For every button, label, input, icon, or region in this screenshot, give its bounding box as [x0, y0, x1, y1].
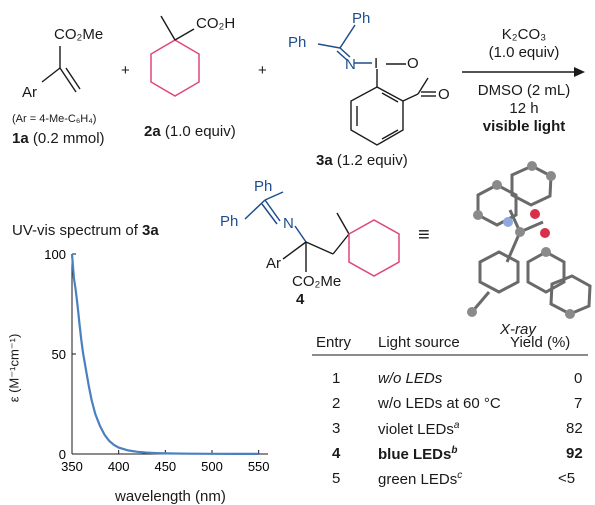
- product-ar: Ar: [266, 255, 281, 272]
- table-header-entry: Entry: [316, 334, 352, 351]
- row-2-entry: 2: [332, 395, 341, 412]
- condition-base: K₂CO₃: [501, 26, 547, 43]
- product-label: 4: [296, 291, 305, 308]
- condition-solvent: DMSO (2 mL): [477, 82, 571, 99]
- uv-vis-chart: 350 400 450 500 550 0 50 100: [44, 247, 269, 474]
- reagent-3a-iodine: I: [374, 55, 379, 72]
- product-imine: [244, 191, 307, 243]
- y-tick-label-0: 0: [59, 447, 66, 462]
- condition-base-equiv: (1.0 equiv): [488, 44, 560, 61]
- row-1-source: w/o LEDs: [378, 370, 443, 387]
- row-2-source: w/o LEDs at 60 °C: [378, 395, 501, 412]
- spectrum-title: UV-vis spectrum of: [12, 222, 143, 239]
- x-tick-label-550: 550: [248, 459, 270, 474]
- reagent-3a-imine: [317, 24, 372, 64]
- product-ph-top: Ph: [254, 178, 273, 195]
- plus-sign-2: +: [258, 62, 267, 79]
- row-4-yield: 92: [566, 445, 583, 462]
- reagent-1a-ester: CO₂Me: [54, 26, 104, 43]
- row-5-note: c: [457, 470, 463, 481]
- plus-sign-1: +: [121, 62, 130, 79]
- row-3-source: violet LEDs: [378, 421, 454, 438]
- reagent-2a-ring: [150, 39, 200, 97]
- spectrum-title-compound: 3a: [142, 222, 159, 239]
- xray-label: X-ray: [500, 321, 536, 338]
- equivalence-symbol: ≡: [418, 224, 430, 246]
- reagent-3a-label: 3a: [316, 152, 333, 169]
- x-tick-label-400: 400: [108, 459, 130, 474]
- xray-structure: [470, 164, 592, 316]
- reagent-1a-amount: (0.2 mmol): [32, 130, 105, 147]
- y-axis-label: ε (M⁻¹cm⁻¹): [6, 333, 22, 403]
- table-header-yield: Yield (%): [510, 334, 571, 351]
- reaction-arrow: [462, 67, 585, 77]
- product-nitrogen: N: [283, 215, 294, 232]
- y-tick-label-100: 100: [44, 247, 66, 262]
- reagent-1a-ar-definition: (Ar = 4-Me-C₆H₄): [12, 113, 97, 125]
- row-5-entry: 5: [332, 470, 341, 487]
- condition-light: visible light: [482, 118, 566, 135]
- row-4-note: b: [451, 445, 458, 456]
- row-4-source: blue LEDs: [378, 446, 452, 463]
- reagent-3a-nitrogen: N: [345, 56, 356, 73]
- chart-tick-labels: 350 400 450 500 550 0 50 100: [44, 247, 269, 474]
- reagent-2a-amount: (1.0 equiv): [164, 123, 236, 140]
- x-tick-label-500: 500: [201, 459, 223, 474]
- reagent-3a-bonds: [350, 63, 436, 146]
- x-axis-label: wavelength (nm): [115, 488, 226, 505]
- row-2-yield: 7: [574, 395, 583, 412]
- row-5-source: green LEDs: [378, 471, 458, 488]
- x-tick-label-450: 450: [154, 459, 176, 474]
- x-tick-label-350: 350: [61, 459, 83, 474]
- reagent-2a-bonds: [160, 15, 195, 41]
- y-tick-label-50: 50: [52, 347, 66, 362]
- row-1-yield: 0: [574, 370, 583, 387]
- xray-atoms: [467, 161, 575, 319]
- row-4-entry: 4: [332, 445, 341, 462]
- condition-time: 12 h: [509, 100, 539, 117]
- row-3-entry: 3: [332, 420, 341, 437]
- reagent-3a-ring-oxygen: O: [407, 55, 419, 72]
- reagent-1a-ar: Ar: [22, 84, 37, 101]
- product-ph-left: Ph: [220, 213, 239, 230]
- row-3-note: a: [453, 420, 460, 431]
- spectrum-line: [70, 253, 259, 455]
- row-3-yield: 82: [566, 420, 583, 437]
- reagent-3a-ph-left: Ph: [288, 34, 307, 51]
- reagent-1a-label: 1a: [12, 130, 29, 147]
- table-header-light-source: Light source: [378, 334, 460, 351]
- row-1-entry: 1: [332, 370, 341, 387]
- product-ester: CO₂Me: [292, 273, 342, 290]
- reagent-3a-amount: (1.2 equiv): [336, 152, 408, 169]
- product-bonds: [282, 212, 350, 272]
- product-ring: [348, 219, 400, 277]
- reagent-3a-ph-top: Ph: [352, 10, 371, 27]
- reagent-2a-label: 2a: [144, 123, 161, 140]
- reagent-1a-bonds: [41, 46, 81, 93]
- row-5-yield: <5: [558, 470, 576, 487]
- reagent-3a-carbonyl-oxygen: O: [438, 86, 450, 103]
- reagent-2a-acid: CO₂H: [196, 15, 236, 32]
